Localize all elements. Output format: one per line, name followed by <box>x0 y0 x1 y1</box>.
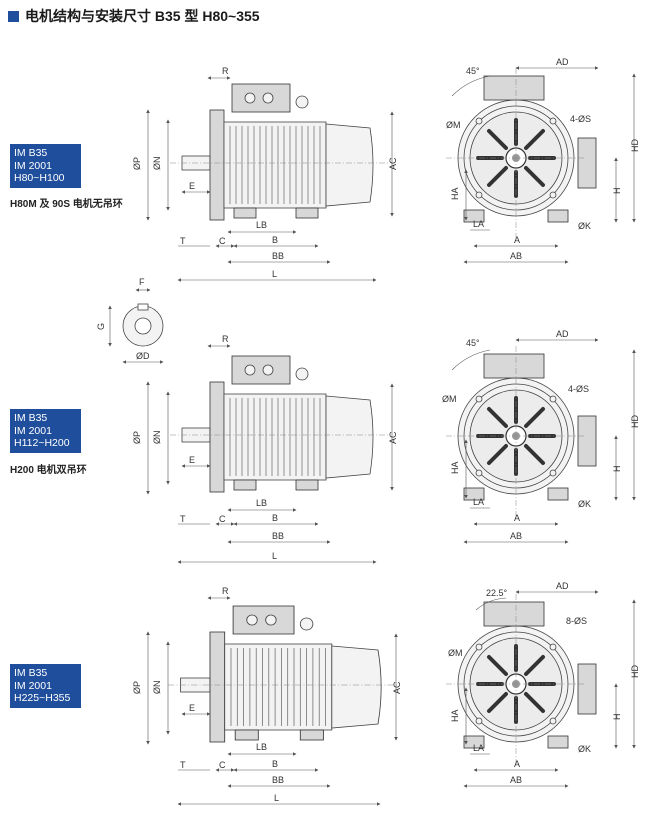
label-A: A <box>514 235 520 245</box>
label-HD: HD <box>630 415 640 428</box>
page-title: 电机结构与安装尺寸 B35 型 H80~355 <box>8 6 260 26</box>
badge-line: H225~H355 <box>14 692 71 704</box>
section-note-1: H80M 及 90S 电机无吊环 <box>10 199 123 210</box>
label-L: L <box>272 269 277 279</box>
label-R: R <box>222 586 229 596</box>
label-R: R <box>222 334 229 344</box>
label-G: G <box>96 323 106 330</box>
label-BB: BB <box>272 251 284 261</box>
label-H: H <box>612 714 622 721</box>
badge-line: IM 2001 <box>14 424 52 437</box>
label-M: ØM <box>446 120 461 130</box>
label-N: ØN <box>152 157 162 171</box>
label-R: R <box>222 66 229 76</box>
label-B: B <box>272 513 278 523</box>
label-LA: LA <box>473 497 484 507</box>
label-H: H <box>612 188 622 195</box>
label-E: E <box>189 703 195 713</box>
label-T: T <box>180 236 186 246</box>
label-T: T <box>180 760 186 770</box>
label-bolts-3: 8-ØS <box>566 616 587 626</box>
label-A: A <box>514 759 520 769</box>
badge-line: IM 2001 <box>14 159 52 172</box>
label-BB: BB <box>272 775 284 785</box>
label-A: A <box>514 513 520 523</box>
section-badge-1: IM B35 IM 2001 H80~H100 <box>10 144 81 188</box>
label-AB: AB <box>510 531 522 541</box>
label-C: C <box>219 760 226 770</box>
label-P: ØP <box>132 681 142 694</box>
label-K: ØK <box>578 221 591 231</box>
label-LA: LA <box>473 219 484 229</box>
label-bolts-2: 4-ØS <box>568 384 589 394</box>
side-view-2: R ØP ØN E T C LB B BB L AC <box>132 334 398 564</box>
front-view-3: AD 22.5° ØM 8-ØS HA LA A AB ØK H HD <box>444 581 640 788</box>
label-AB: AB <box>510 775 522 785</box>
label-E: E <box>189 181 195 191</box>
label-F: F <box>139 277 145 287</box>
label-K: ØK <box>578 499 591 509</box>
label-L: L <box>272 551 277 561</box>
label-angle-1: 45° <box>466 66 480 76</box>
section-badge-2: IM B35 IM 2001 H112~H200 <box>10 409 81 453</box>
label-N: ØN <box>152 431 162 445</box>
badge-line: IM B35 <box>14 147 48 159</box>
label-AC: AC <box>388 157 398 170</box>
label-T: T <box>180 514 186 524</box>
label-HA: HA <box>450 461 460 474</box>
label-M: ØM <box>448 648 463 658</box>
motor-side-outline <box>169 83 391 221</box>
section-note-2: H200 电机双吊环 <box>10 465 87 476</box>
label-AD: AD <box>556 329 569 339</box>
label-C: C <box>219 514 226 524</box>
label-LB: LB <box>256 498 267 508</box>
label-B: B <box>272 759 278 769</box>
label-LB: LB <box>256 742 267 752</box>
title-text: 电机结构与安装尺寸 B35 型 H80~355 <box>25 8 260 24</box>
side-view-1: R ØP ØN E T C LB B BB L AC <box>132 66 398 282</box>
label-L: L <box>274 793 279 803</box>
badge-line: IM B35 <box>14 667 48 679</box>
label-HA: HA <box>450 709 460 722</box>
label-K: ØK <box>578 744 591 754</box>
label-AD: AD <box>556 57 569 67</box>
motor-front-outline <box>444 66 598 240</box>
label-D: ØD <box>136 351 150 361</box>
title-marker <box>8 10 19 22</box>
motor-side-outline <box>167 605 400 743</box>
side-view-3: R ØP ØN E T C LB B BB L AC <box>132 586 402 806</box>
label-C: C <box>219 236 226 246</box>
label-BB: BB <box>272 531 284 541</box>
motor-front-outline <box>444 344 598 518</box>
label-AB: AB <box>510 251 522 261</box>
badge-line: IM 2001 <box>14 679 52 692</box>
label-P: ØP <box>132 157 142 170</box>
badge-line: H80~H100 <box>14 172 65 184</box>
label-E: E <box>189 455 195 465</box>
label-angle-2: 45° <box>466 338 480 348</box>
badge-line: H112~H200 <box>14 437 70 449</box>
label-AC: AC <box>392 681 402 694</box>
badge-line: IM B35 <box>14 412 48 424</box>
label-B: B <box>272 235 278 245</box>
shaft-section-detail: F G ØD <box>96 277 164 364</box>
label-N: ØN <box>152 681 162 695</box>
front-view-2: AD 45° ØM 4-ØS HA LA A AB ØK H HD <box>442 329 640 544</box>
section-badge-3: IM B35 IM 2001 H225~H355 <box>10 664 81 708</box>
label-HA: HA <box>450 187 460 200</box>
label-AC: AC <box>388 431 398 444</box>
label-bolts-1: 4-ØS <box>570 114 591 124</box>
label-M: ØM <box>442 394 457 404</box>
label-HD: HD <box>630 665 640 678</box>
label-HD: HD <box>630 139 640 152</box>
label-H: H <box>612 466 622 473</box>
motor-side-outline <box>169 355 391 493</box>
label-AD: AD <box>556 581 569 591</box>
label-angle-3: 22.5° <box>486 588 508 598</box>
front-view-1: AD 45° ØM 4-ØS HA LA A AB ØK H HD <box>444 57 640 264</box>
label-LB: LB <box>256 220 267 230</box>
label-LA: LA <box>473 743 484 753</box>
label-P: ØP <box>132 431 142 444</box>
